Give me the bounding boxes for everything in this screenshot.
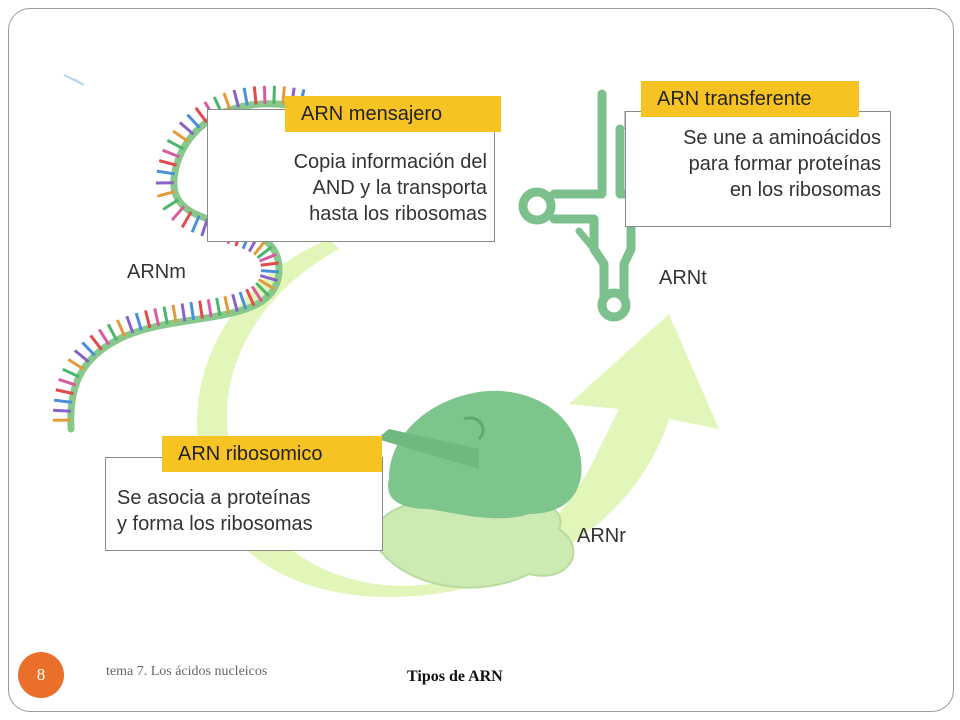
nucleotide-base bbox=[106, 323, 118, 341]
nucleotide-base bbox=[134, 312, 143, 331]
nucleotide-base bbox=[89, 334, 103, 351]
nucleotide-base bbox=[262, 85, 267, 104]
nucleotide-base bbox=[180, 303, 187, 322]
trna-box bbox=[625, 111, 891, 227]
nucleotide-base bbox=[52, 408, 72, 413]
nucleotide-base bbox=[162, 306, 169, 325]
nucleotide-base bbox=[58, 377, 77, 387]
cycle-arrow bbox=[197, 239, 720, 598]
nucleotide-base bbox=[255, 281, 270, 297]
nucleotide-base bbox=[260, 261, 279, 267]
rrna-description: Se asocia a proteínas y forma los riboso… bbox=[117, 487, 313, 535]
nucleotide-base bbox=[170, 205, 186, 222]
nucleotide-base bbox=[55, 388, 74, 396]
nucleotide-base bbox=[158, 159, 177, 167]
nucleotide-base bbox=[257, 278, 275, 291]
nucleotide-base bbox=[98, 328, 111, 346]
nucleotide-base bbox=[194, 106, 208, 124]
nucleotide-base bbox=[172, 129, 189, 143]
nucleotide-base bbox=[156, 169, 175, 176]
diagram-art bbox=[52, 74, 720, 598]
nucleotide-base bbox=[256, 245, 273, 259]
trna-tag: ARN transferente bbox=[641, 81, 859, 117]
slide-title: Tipos de ARN bbox=[407, 668, 503, 685]
nucleotide-base bbox=[62, 367, 80, 379]
nucleotide-base bbox=[116, 319, 127, 337]
nucleotide-base bbox=[272, 85, 276, 104]
nucleotide-base bbox=[180, 211, 193, 229]
slide: ARN mensajero Copia información del AND … bbox=[8, 8, 954, 712]
nucleotide-base bbox=[189, 301, 196, 321]
nucleotide-base bbox=[281, 86, 286, 105]
nucleotide-base bbox=[242, 87, 249, 106]
nucleotide-base bbox=[250, 285, 264, 303]
nucleotide-base bbox=[153, 308, 161, 327]
nucleotide-base bbox=[259, 252, 277, 263]
mrna-strand bbox=[52, 85, 313, 433]
nucleotide-base bbox=[162, 148, 180, 159]
trna-label: ARNt bbox=[659, 267, 707, 289]
nucleotide-base bbox=[53, 398, 73, 404]
nucleotide-base bbox=[171, 304, 178, 323]
nucleotide-base bbox=[260, 269, 280, 274]
nucleotide-base bbox=[125, 315, 135, 334]
page-number-badge: 8 bbox=[18, 652, 64, 698]
rrna-label: ARNr bbox=[577, 525, 626, 547]
nucleotide-base bbox=[206, 299, 213, 318]
mrna-description: Copia información del AND y la transport… bbox=[293, 151, 487, 225]
nucleotide-base bbox=[144, 310, 152, 329]
ribosome bbox=[374, 390, 582, 589]
nucleotide-base bbox=[162, 198, 180, 211]
mrna-bases bbox=[52, 85, 306, 422]
rrna-tag: ARN ribosomico bbox=[162, 436, 382, 472]
nucleotide-base bbox=[223, 295, 231, 315]
nucleotide-base bbox=[198, 300, 204, 319]
nucleotide-base bbox=[186, 113, 201, 129]
nucleotide-base bbox=[215, 297, 222, 316]
nucleotide-base bbox=[73, 349, 90, 364]
rrna-box bbox=[105, 457, 383, 551]
nucleotide-base bbox=[81, 341, 96, 357]
nucleotide-base bbox=[253, 239, 267, 256]
nucleotide-base bbox=[252, 86, 258, 105]
nucleotide-base bbox=[245, 288, 256, 307]
nucleotide-base bbox=[190, 215, 201, 233]
nucleotide-base bbox=[166, 138, 184, 151]
mrna-label: ARNm bbox=[127, 261, 186, 283]
footer-subtitle: tema 7. Los ácidos nucleicos bbox=[106, 664, 268, 679]
nucleotide-base bbox=[178, 121, 195, 136]
nucleotide-base bbox=[231, 293, 239, 313]
nucleotide-base bbox=[259, 274, 278, 283]
nucleotide-base bbox=[200, 218, 209, 237]
nucleotide-base bbox=[67, 358, 85, 371]
nucleotide-base bbox=[222, 92, 232, 111]
trna-description: Se une a aminoácidos para formar proteín… bbox=[683, 127, 881, 201]
nucleotide-base bbox=[157, 190, 176, 198]
nucleotide-base bbox=[232, 89, 241, 108]
nucleotide-base bbox=[238, 291, 248, 310]
mrna-tag: ARN mensajero bbox=[285, 96, 501, 132]
